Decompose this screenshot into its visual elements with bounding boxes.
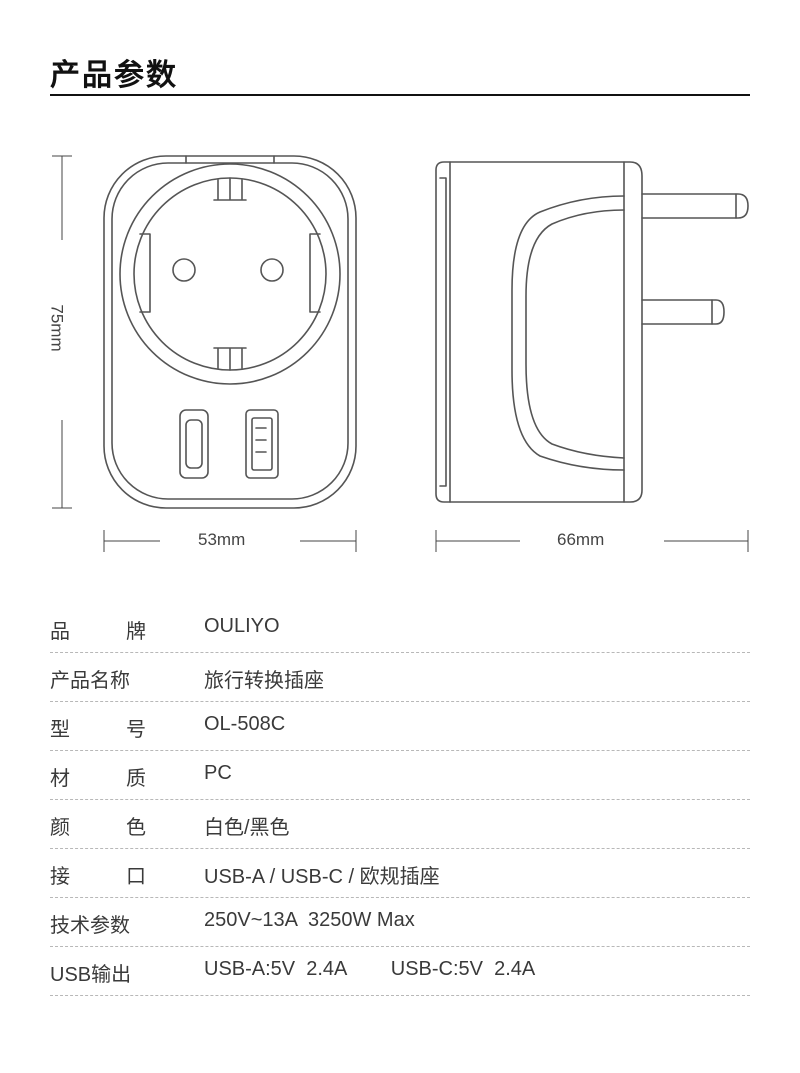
label-char: 号 [126,719,146,741]
spec-value: 250V~13A 3250W Max [204,909,415,931]
label-char: 色 [126,817,146,839]
label-char: 接 [50,866,70,888]
label-char: 质 [126,768,146,790]
spec-label: 技术参数 [50,915,130,937]
spec-row-usb-output: USB输出 USB-A:5V 2.4A USB-C:5V 2.4A [50,947,750,996]
spec-label: 接口 [50,860,146,889]
spec-row-material: 材质 PC [50,751,750,800]
spec-value: OULIYO [204,615,280,637]
spec-label: 材质 [50,762,146,791]
spec-row-model: 型号 OL-508C [50,702,750,751]
spec-value: 旅行转换插座 [204,670,324,692]
spec-row-color: 颜色 白色/黑色 [50,800,750,849]
label-char: 型 [50,719,70,741]
spec-table: 品牌 OULIYO 产品名称 旅行转换插座 型号 OL-508C 材质 PC 颜… [50,604,750,996]
width-dimension-label: 53mm [198,530,246,550]
spec-row-product-name: 产品名称 旅行转换插座 [50,653,750,702]
spec-value: USB-A / USB-C / 欧规插座 [204,866,440,888]
label-char: 口 [126,866,146,888]
label-char: 颜 [50,817,70,839]
side-view [435,161,749,503]
label-char: 牌 [126,621,146,643]
spec-label: 产品名称 [50,670,130,692]
page-title: 产品参数 [50,58,178,93]
depth-dimension-label: 66mm [557,530,605,550]
spec-value: 白色/黑色 [204,817,290,839]
spec-label: USB输出 [50,964,132,986]
spec-label: 颜色 [50,811,146,840]
spec-row-brand: 品牌 OULIYO [50,604,750,653]
label-char: 材 [50,768,70,790]
spec-value: USB-A:5V 2.4A USB-C:5V 2.4A [204,958,536,980]
spec-value: PC [204,762,232,784]
spec-value: OL-508C [204,713,286,735]
title-divider [50,94,750,96]
height-dimension-label: 75mm [46,304,67,352]
spec-row-tech-params: 技术参数 250V~13A 3250W Max [50,898,750,947]
spec-label: 品牌 [50,615,146,644]
label-char: 品 [50,621,70,643]
dimension-lines [52,155,749,552]
front-view [103,155,357,509]
spec-label: 型号 [50,713,146,742]
product-drawing [52,155,749,552]
spec-row-ports: 接口 USB-A / USB-C / 欧规插座 [50,849,750,898]
